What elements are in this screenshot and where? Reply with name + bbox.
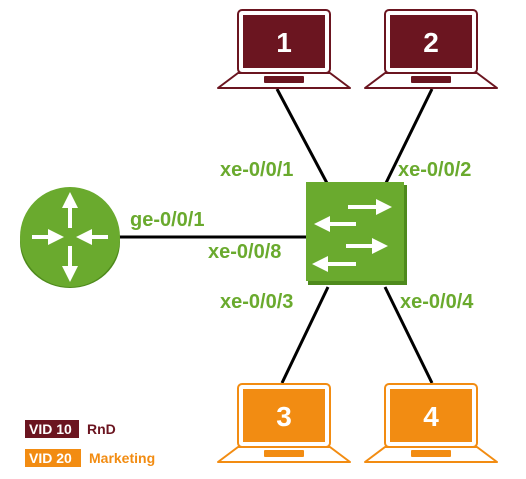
laptop-icon bbox=[243, 15, 325, 68]
legend-name-rnd: RnD bbox=[87, 421, 116, 437]
port-label-xe-0-0-4: xe-0/0/4 bbox=[400, 291, 474, 313]
link-switch-host-3 bbox=[280, 286, 330, 384]
legend-vid-10: VID 10 bbox=[29, 421, 72, 437]
port-label-xe-0-0-8: xe-0/0/8 bbox=[208, 241, 281, 263]
host-2: 2 bbox=[364, 9, 498, 89]
switch-icon bbox=[306, 182, 404, 281]
laptop-icon bbox=[390, 389, 472, 442]
host-3: 3 bbox=[217, 383, 351, 463]
host-1: 1 bbox=[217, 9, 351, 89]
link-switch-host-2 bbox=[383, 88, 434, 186]
switch bbox=[306, 182, 407, 285]
legend-vid-20: VID 20 bbox=[29, 450, 72, 466]
port-label-xe-0-0-1: xe-0/0/1 bbox=[220, 159, 293, 181]
laptop-icon bbox=[390, 15, 472, 68]
legend-swatch-vid-20 bbox=[25, 449, 81, 467]
links bbox=[118, 88, 434, 384]
host-label-1: 1 bbox=[276, 27, 292, 58]
legend-swatch-vid-10 bbox=[25, 420, 79, 438]
host-4: 4 bbox=[364, 383, 498, 463]
host-label-3: 3 bbox=[276, 401, 292, 432]
legend-name-marketing: Marketing bbox=[89, 450, 155, 466]
host-label-4: 4 bbox=[423, 401, 439, 432]
link-switch-host-4 bbox=[383, 286, 434, 384]
port-label-xe-0-0-2: xe-0/0/2 bbox=[398, 159, 471, 181]
laptop-icon bbox=[243, 389, 325, 442]
port-label-xe-0-0-3: xe-0/0/3 bbox=[220, 291, 293, 313]
router bbox=[20, 187, 120, 288]
router-icon bbox=[20, 187, 120, 287]
link-switch-host-1 bbox=[275, 88, 330, 186]
legend: VID 10 RnD VID 20 Marketing bbox=[25, 420, 155, 467]
host-label-2: 2 bbox=[423, 27, 439, 58]
port-label-ge-0-0-1: ge-0/0/1 bbox=[130, 209, 204, 231]
